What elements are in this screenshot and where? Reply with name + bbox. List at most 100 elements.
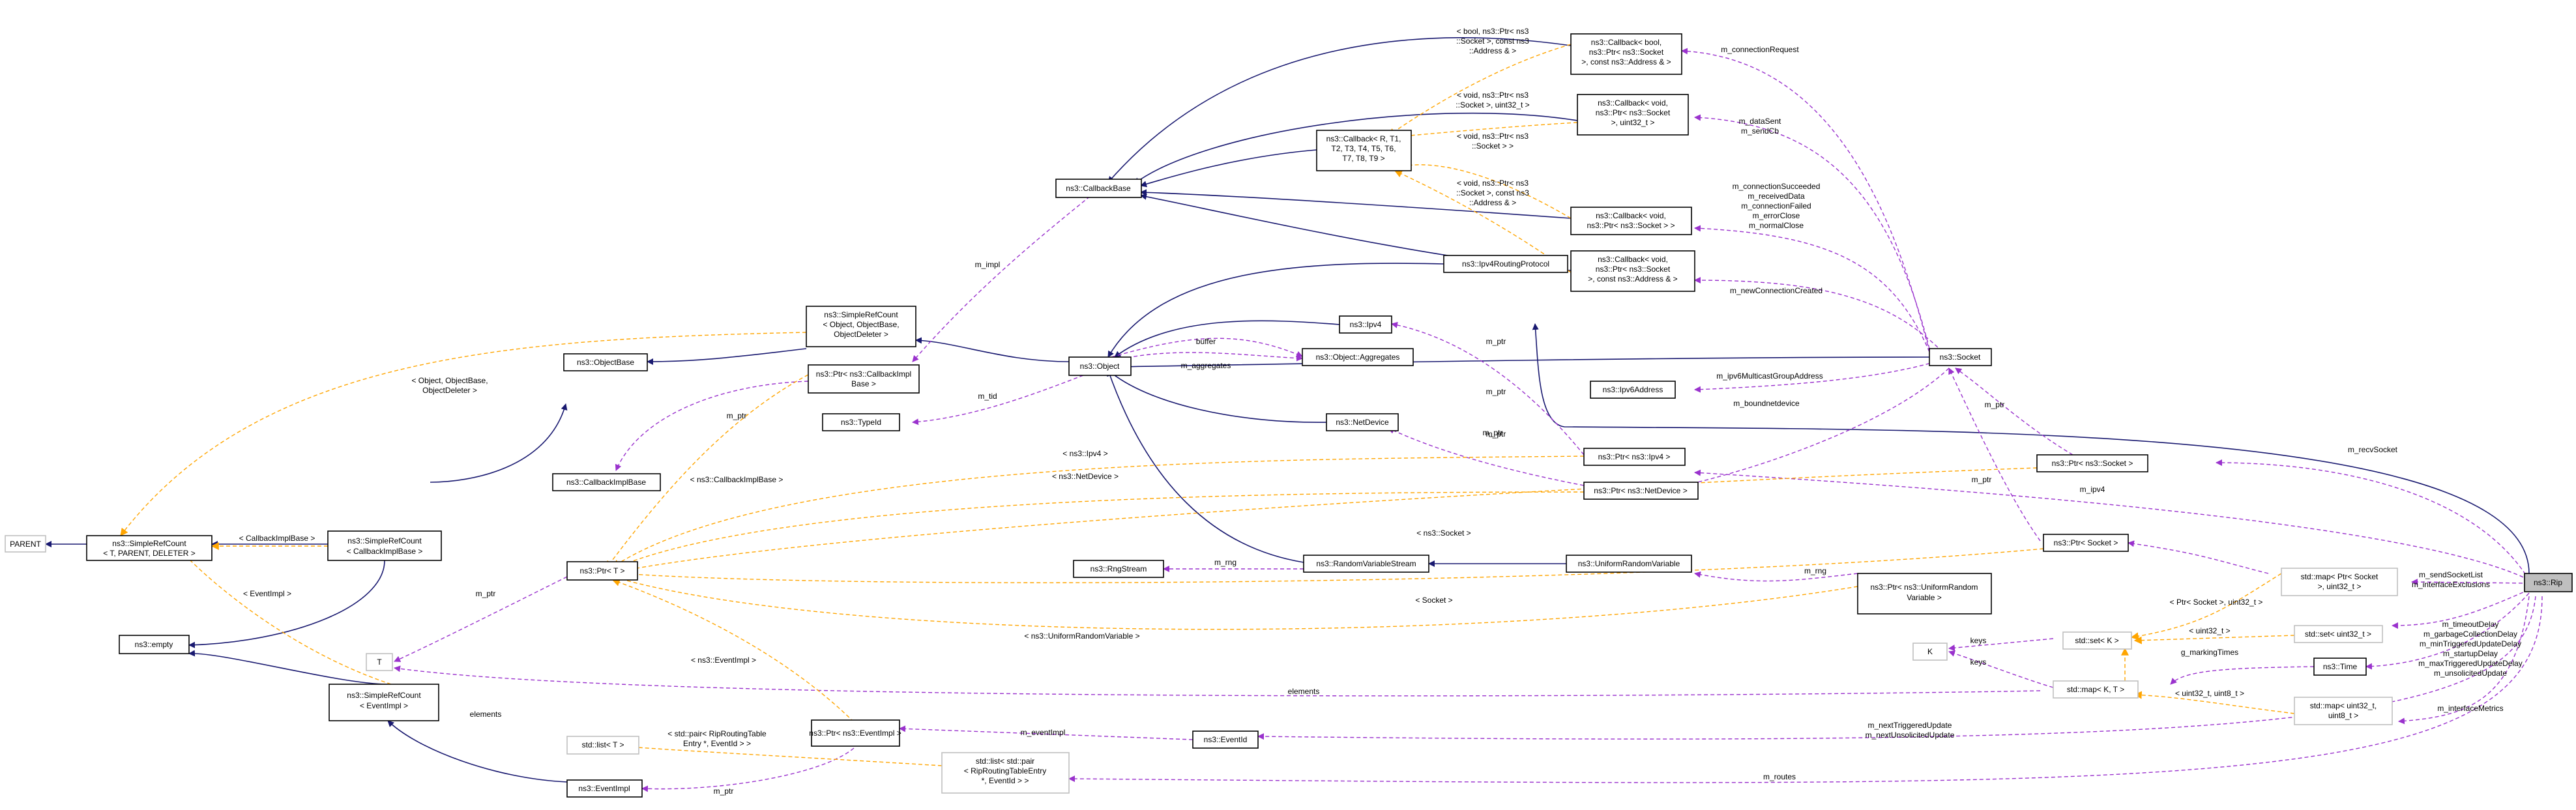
- edge-inherit-callbackvoidsocket-callbackbase: [1140, 189, 1572, 219]
- node-typeid[interactable]: ns3::TypeId: [822, 413, 900, 431]
- edge-label: m_interfaceMetrics: [2437, 704, 2503, 713]
- node-stdset-K[interactable]: std::set< K >: [2062, 631, 2132, 650]
- edge-label: < void, ns3::Ptr< ns3: [1457, 91, 1529, 100]
- edge-inherit-callbackvoiduint-callbackbase: [1134, 112, 1578, 184]
- node-ipv4routingprotocol[interactable]: ns3::Ipv4RoutingProtocol: [1443, 255, 1568, 273]
- edge-label: < uint32_t >: [2189, 626, 2230, 635]
- node-objectbase[interactable]: ns3::ObjectBase: [563, 353, 648, 371]
- edge-inherit-refcountobject-objectbase: [647, 348, 807, 365]
- edge-tpl-stdset-uint: [2133, 635, 2295, 644]
- edge-inherit-refcountcb-empty: [188, 560, 385, 648]
- edge-use-datasent: [1694, 114, 1930, 349]
- node-uniformrandomvariable[interactable]: ns3::UniformRandomVariable: [1566, 555, 1692, 573]
- node-label: ns3::Ptr< ns3::Socket: [1589, 48, 1664, 57]
- edge-use-sendsocket: [2411, 579, 2530, 586]
- edge-label: < Socket >: [1415, 596, 1452, 605]
- node-eventid[interactable]: ns3::EventId: [1192, 730, 1259, 749]
- node-object-aggregates[interactable]: ns3::Object::Aggregates: [1302, 348, 1414, 366]
- node-label: *, EventId > >: [982, 776, 1029, 785]
- edge-label: m_impl: [975, 260, 1001, 269]
- edge-label: m_errorClose: [1753, 211, 1800, 220]
- node-randomvariablestream[interactable]: ns3::RandomVariableStream: [1303, 555, 1429, 573]
- node-callback-void-uint[interactable]: ns3::Callback< void,ns3::Ptr< ns3::Socke…: [1577, 94, 1689, 136]
- edge-use-mptr-netdev: [1388, 427, 1585, 486]
- edge-label: < ns3::EventImpl >: [691, 656, 756, 665]
- edge-inherit-socket-object: [1114, 356, 1930, 370]
- node-ptr-socket-l[interactable]: ns3::Ptr< Socket >: [2043, 534, 2129, 552]
- node-K[interactable]: K: [1912, 643, 1948, 661]
- edge-label: m_normalClose: [1749, 221, 1804, 230]
- node-callbackbase[interactable]: ns3::CallbackBase: [1055, 179, 1142, 198]
- node-callback-void-socket[interactable]: ns3::Callback< void,ns3::Ptr< ns3::Socke…: [1570, 207, 1692, 235]
- node-stdset-uint[interactable]: std::set< uint32_t >: [2294, 625, 2383, 643]
- node-label: >, const ns3::Address & >: [1588, 274, 1677, 283]
- edge-label: m_ptr: [1972, 475, 1992, 484]
- node-ptr-eventimpl[interactable]: ns3::Ptr< ns3::EventImpl >: [809, 719, 901, 747]
- node-stdlist-pair[interactable]: std::list< std::pair< RipRoutingTableEnt…: [941, 752, 1070, 794]
- edge-use-mptr-socket-r: [1955, 368, 2073, 456]
- node-label: ns3::RngStream: [1090, 564, 1147, 573]
- node-ptr-callbackimplbase[interactable]: ns3::Ptr< ns3::CallbackImplBase >: [808, 364, 920, 394]
- edge-tpl-ptr-socket-l: [621, 548, 2044, 583]
- node-label: ns3::Ipv6Address: [1603, 385, 1663, 394]
- node-ptr-netdevice[interactable]: ns3::Ptr< ns3::NetDevice >: [1583, 482, 1699, 500]
- edge-use-ipv6: [1694, 361, 1937, 393]
- nodes-layer: PARENT ns3::SimpleRefCount< T, PARENT, D…: [5, 33, 2573, 798]
- node-ptr-t[interactable]: ns3::Ptr< T >: [566, 561, 638, 581]
- edge-label: m_recvSocket: [2348, 445, 2398, 454]
- node-callback-void-addr[interactable]: ns3::Callback< void,ns3::Ptr< ns3::Socke…: [1570, 250, 1695, 292]
- node-simplerefcount-eventimpl[interactable]: ns3::SimpleRefCount< EventImpl >: [329, 684, 439, 721]
- node-label: ns3::Ptr< ns3::UniformRandom: [1870, 583, 1978, 592]
- node-callback-R[interactable]: ns3::Callback< R, T1,T2, T3, T4, T5, T6,…: [1316, 130, 1412, 171]
- node-label: ns3::Ptr< ns3::CallbackImpl: [816, 369, 911, 379]
- node-stdmap-KT[interactable]: std::map< K, T >: [2053, 680, 2139, 699]
- edge-label: m_eventImpl: [1021, 728, 1066, 737]
- node-rngstream[interactable]: ns3::RngStream: [1073, 560, 1164, 578]
- edge-use-keys3: [1948, 650, 2054, 688]
- node-netdevice[interactable]: ns3::NetDevice: [1326, 413, 1399, 431]
- node-stdlist-t[interactable]: std::list< T >: [566, 736, 639, 755]
- edge-inherit-callbackbool-callbackbase: [1107, 36, 1572, 183]
- node-object[interactable]: ns3::Object: [1068, 356, 1132, 376]
- node-callbackimplbase[interactable]: ns3::CallbackImplBase: [552, 473, 661, 491]
- node-label: std::list< T >: [582, 740, 624, 749]
- node-label: std::map< uint32_t,: [2310, 701, 2377, 710]
- node-label: ns3::Callback< bool,: [1591, 38, 1661, 47]
- node-rip[interactable]: ns3::Rip: [2524, 573, 2573, 592]
- edge-use-timeout: [2365, 592, 2530, 670]
- node-stdmap-uint[interactable]: std::map< uint32_t,uint8_t >: [2294, 697, 2393, 725]
- node-simplerefcount-object[interactable]: ns3::SimpleRefCount< Object, ObjectBase,…: [806, 306, 916, 347]
- node-ipv4[interactable]: ns3::Ipv4: [1339, 315, 1392, 334]
- node-callback-bool[interactable]: ns3::Callback< bool,ns3::Ptr< ns3::Socke…: [1570, 33, 1682, 75]
- node-ptr-socket-r[interactable]: ns3::Ptr< ns3::Socket >: [2036, 454, 2148, 472]
- edge-label: g_markingTimes: [2181, 648, 2238, 657]
- edge-label: m_connectionRequest: [1721, 45, 1799, 54]
- node-socket[interactable]: ns3::Socket: [1929, 348, 1992, 366]
- node-ptr-ipv4[interactable]: ns3::Ptr< ns3::Ipv4 >: [1583, 448, 1686, 466]
- node-label: ns3::CallbackBase: [1066, 184, 1131, 193]
- node-T[interactable]: T: [366, 653, 393, 671]
- node-time[interactable]: ns3::Time: [2313, 658, 2367, 676]
- node-label: < T, PARENT, DELETER >: [103, 549, 196, 558]
- edge-inherit-rip-ipv4routing: [1532, 323, 2530, 574]
- node-label: ns3::Ptr< ns3::EventImpl >: [809, 729, 901, 738]
- node-eventimpl[interactable]: ns3::EventImpl: [566, 779, 643, 798]
- edge-label: m_connectionSucceeded: [1733, 182, 1821, 191]
- node-label: < Object, ObjectBase,: [823, 320, 899, 329]
- node-ipv6address[interactable]: ns3::Ipv6Address: [1590, 381, 1676, 399]
- node-empty[interactable]: ns3::empty: [119, 635, 190, 654]
- node-ptr-uniformrandomvariable[interactable]: ns3::Ptr< ns3::UniformRandomVariable >: [1857, 573, 1992, 615]
- node-stdmap-ptrsocket[interactable]: std::map< Ptr< Socket>, uint32_t >: [2281, 568, 2398, 596]
- node-label: ns3::Ptr< ns3::Socket > >: [1587, 221, 1675, 230]
- node-parent[interactable]: PARENT: [5, 535, 46, 553]
- edge-inherit-object-refcountobject: [915, 337, 1070, 362]
- edge-use-keys1: [2128, 540, 2269, 574]
- node-simplerefcount-cbimplbase[interactable]: ns3::SimpleRefCount< CallbackImplBase >: [327, 530, 442, 561]
- edge-inherit-callbackR-callbackbase: [1140, 149, 1317, 188]
- node-simplerefcount-t[interactable]: ns3::SimpleRefCount< T, PARENT, DELETER …: [86, 535, 212, 561]
- edge-label: m_garbageCollectionDelay: [2423, 629, 2517, 639]
- edge-inherit-ipv4routing-object: [1107, 263, 1444, 358]
- edge-use-elements: [394, 665, 2041, 697]
- edge-label: m_sendSocketList: [2419, 570, 2483, 579]
